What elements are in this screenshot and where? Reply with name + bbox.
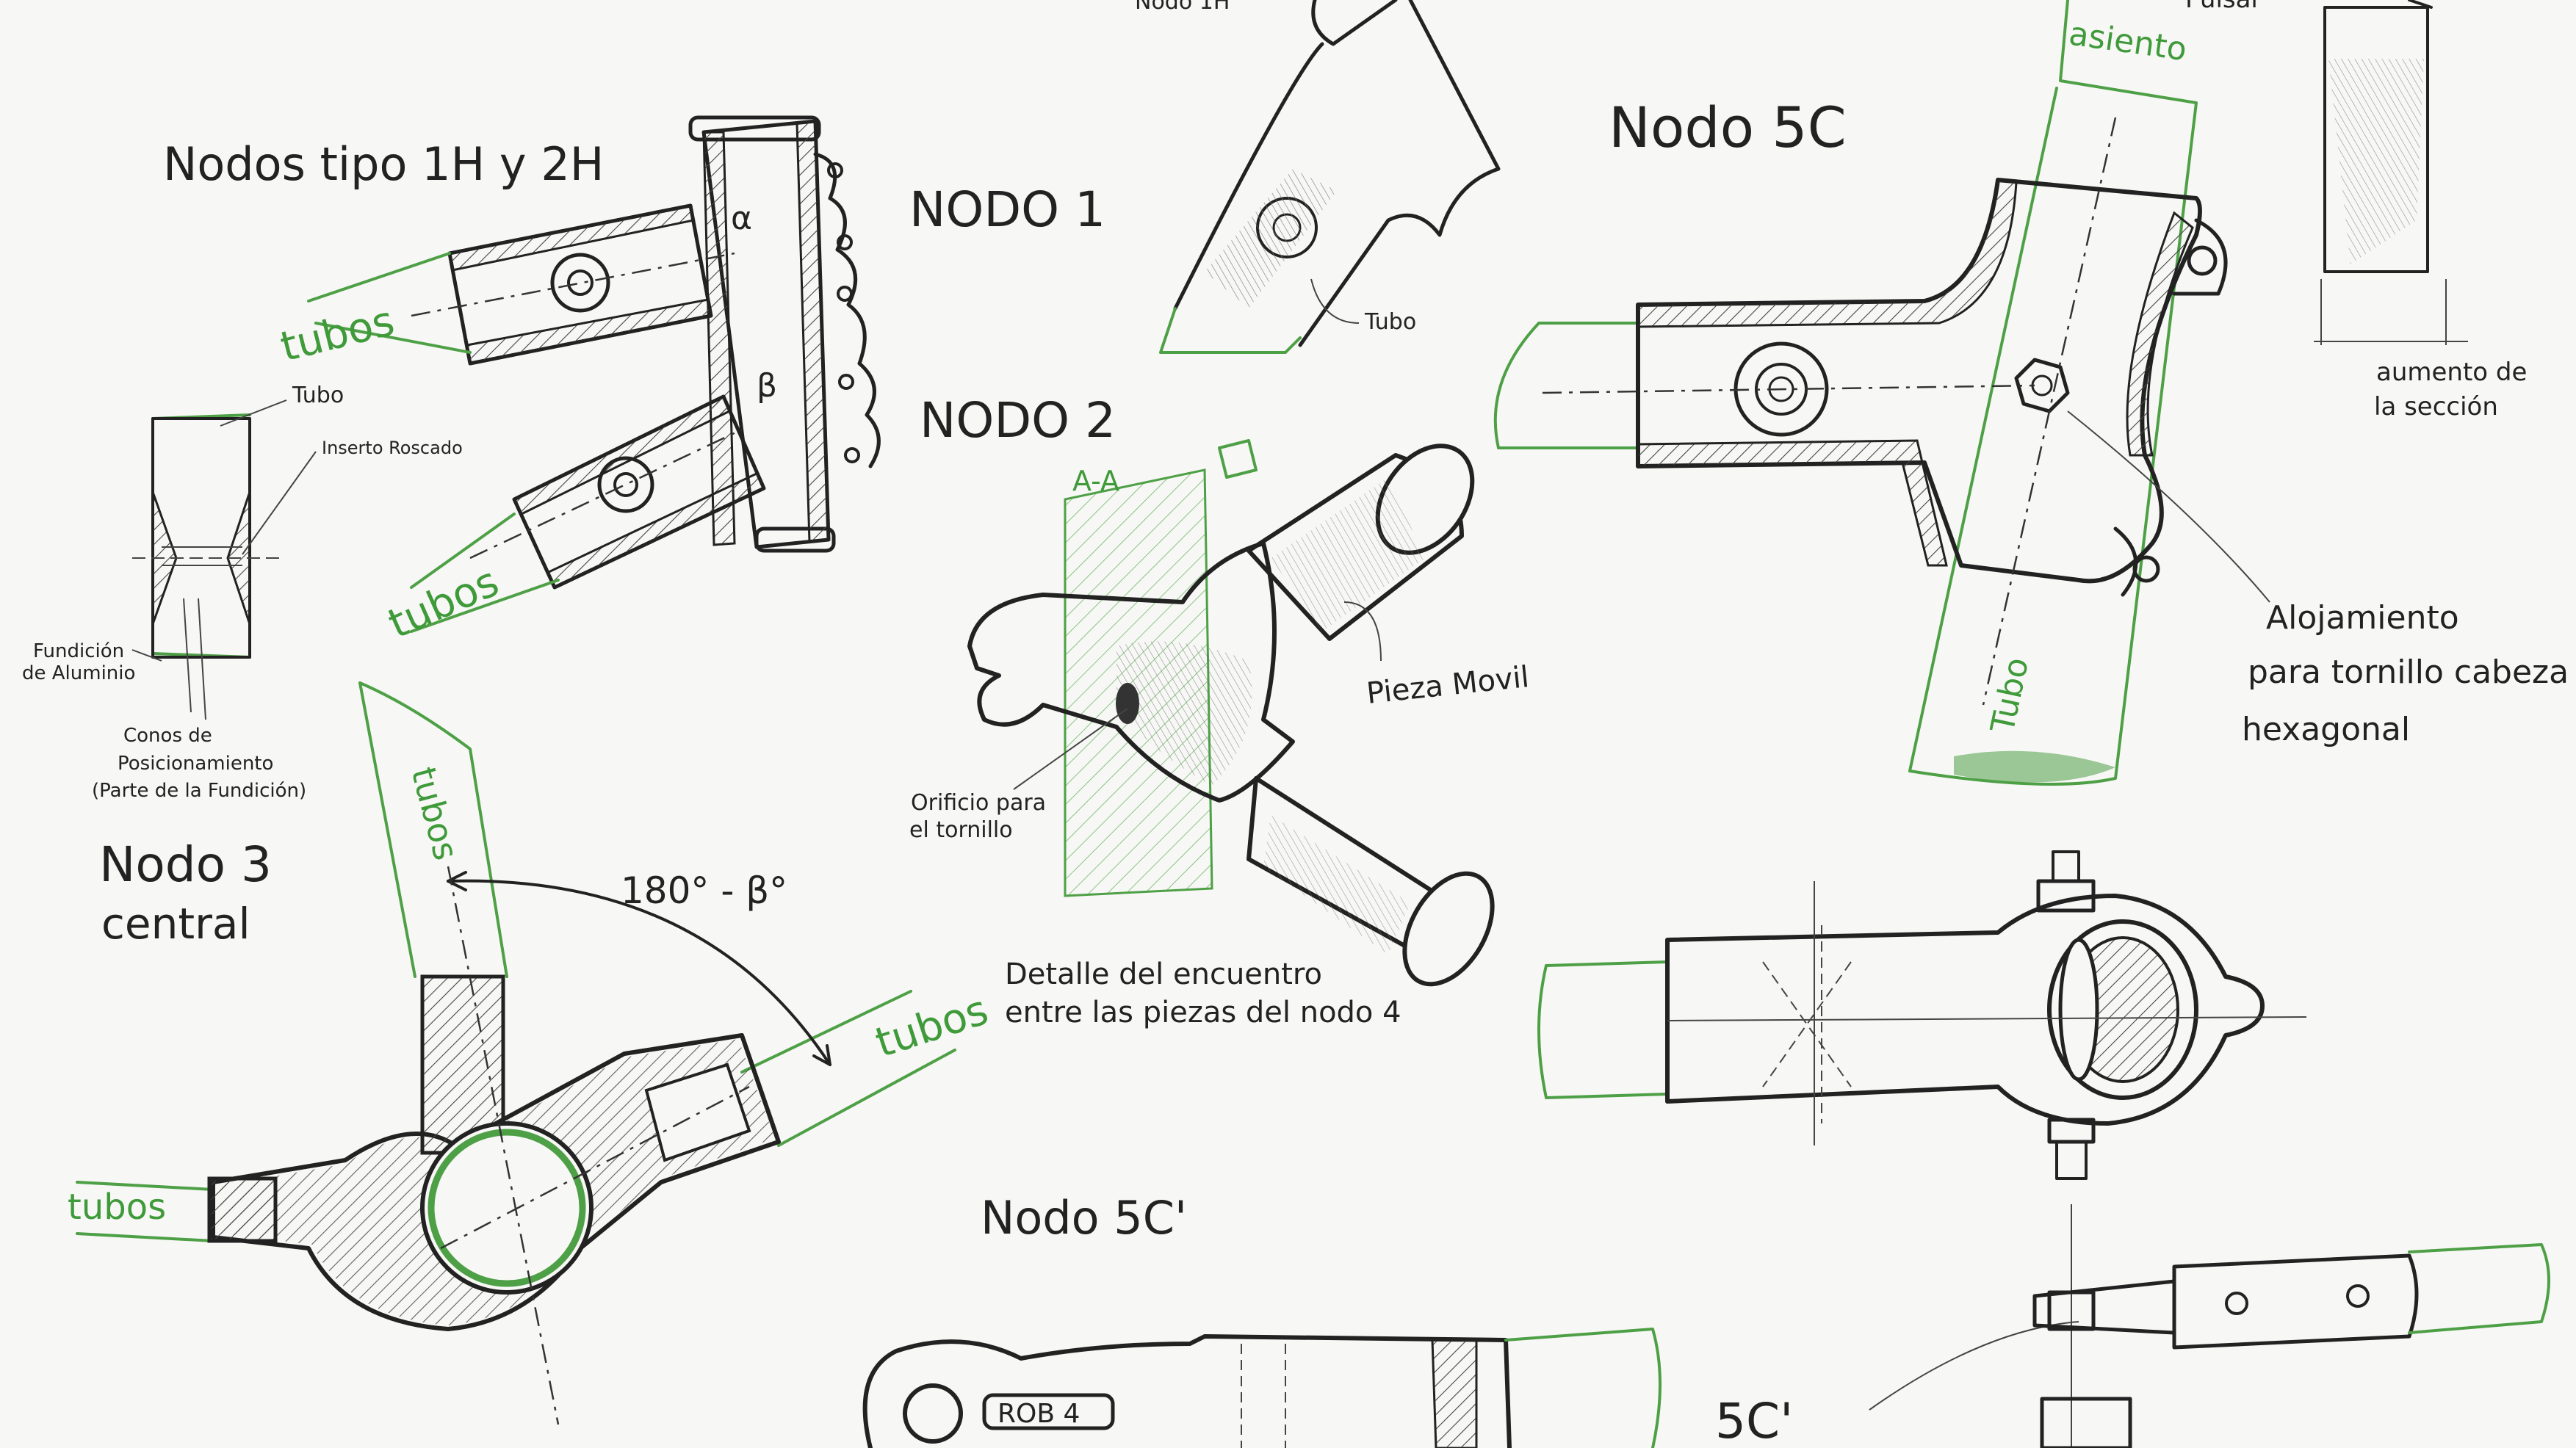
nodo-5c-title: Nodo 5C bbox=[1609, 95, 1847, 160]
label-5c-prime: 5C' bbox=[1715, 1393, 1793, 1448]
alojamiento-label-1: Alojamiento bbox=[2266, 599, 2459, 637]
nodo-1-label: NODO 1 bbox=[909, 181, 1105, 238]
detalle-label-1: Detalle del encuentro bbox=[1005, 958, 1322, 991]
nodo-2-label: NODO 2 bbox=[920, 392, 1116, 449]
nodo-5c-prime-title: Nodo 5C' bbox=[981, 1191, 1187, 1245]
nodo-1h-partial-label: Nodo 1H bbox=[1135, 0, 1230, 15]
conos-label-2: Posicionamiento bbox=[118, 753, 273, 775]
inserto-roscado-label: Inserto Roscado bbox=[322, 438, 463, 458]
nodo-3-drawing: Nodo 3 central tubos tubos tubos 180° - … bbox=[68, 681, 994, 1425]
partial-top-right-label: Pulsar bbox=[2185, 0, 2261, 14]
aumento-seccion-drawing: Pulsar aumento de la sección bbox=[2185, 0, 2527, 421]
angle-label: 180° - β° bbox=[621, 869, 787, 912]
orificio-label-2: el tornillo bbox=[909, 817, 1013, 843]
conos-label-1: Conos de bbox=[123, 725, 212, 747]
fundicion-label-1: Fundición bbox=[33, 640, 124, 662]
aumento-label-1: aumento de bbox=[2376, 358, 2527, 387]
tubo-insert-label: Tubo bbox=[292, 383, 344, 408]
alojamiento-label-2: para tornillo cabeza bbox=[2248, 654, 2569, 691]
tubo-top-label: Tubo bbox=[1364, 309, 1416, 335]
pieza-movil-drawing: A-A Pieza Movil Orificio para el tornill… bbox=[909, 439, 1531, 1029]
section-aa-label: A-A bbox=[1072, 465, 1119, 497]
angle-alpha: α bbox=[731, 200, 752, 237]
nodos-1h-2h-drawing: Nodos tipo 1H y 2H α β NODO 1 bbox=[163, 115, 1116, 648]
nodo3-label-2: central bbox=[101, 899, 250, 949]
nodo-1h-partial-drawing: Nodo 1H Tubo bbox=[1135, 0, 1501, 354]
detalle-label-2: entre las piezas del nodo 4 bbox=[1005, 996, 1401, 1029]
angle-beta: β bbox=[757, 367, 777, 405]
tubos-left-label: tubos bbox=[68, 1187, 166, 1228]
inserto-roscado-detail: Tubo Inserto Roscado Fundición de Alumin… bbox=[22, 383, 463, 802]
rob-stamp: ROB 4 bbox=[997, 1399, 1080, 1429]
nodo3-label-1: Nodo 3 bbox=[99, 836, 272, 893]
nodo-5c-drawing: Nodo 5C asiento Tubo Alojamiento para to… bbox=[1493, 0, 2569, 786]
aumento-label-2: la sección bbox=[2374, 392, 2498, 421]
fundicion-label-2: de Aluminio bbox=[22, 662, 135, 684]
conos-label-3: (Parte de la Fundición) bbox=[92, 780, 306, 802]
alojamiento-label-3: hexagonal bbox=[2242, 711, 2410, 748]
nodos-tipo-title: Nodos tipo 1H y 2H bbox=[163, 137, 604, 191]
nodo-assembly-drawing bbox=[1537, 850, 2307, 1180]
orificio-label-1: Orificio para bbox=[911, 790, 1046, 816]
nodo-5c-prime-drawing: Nodo 5C' ROB 4 5C' bbox=[862, 1191, 2550, 1448]
